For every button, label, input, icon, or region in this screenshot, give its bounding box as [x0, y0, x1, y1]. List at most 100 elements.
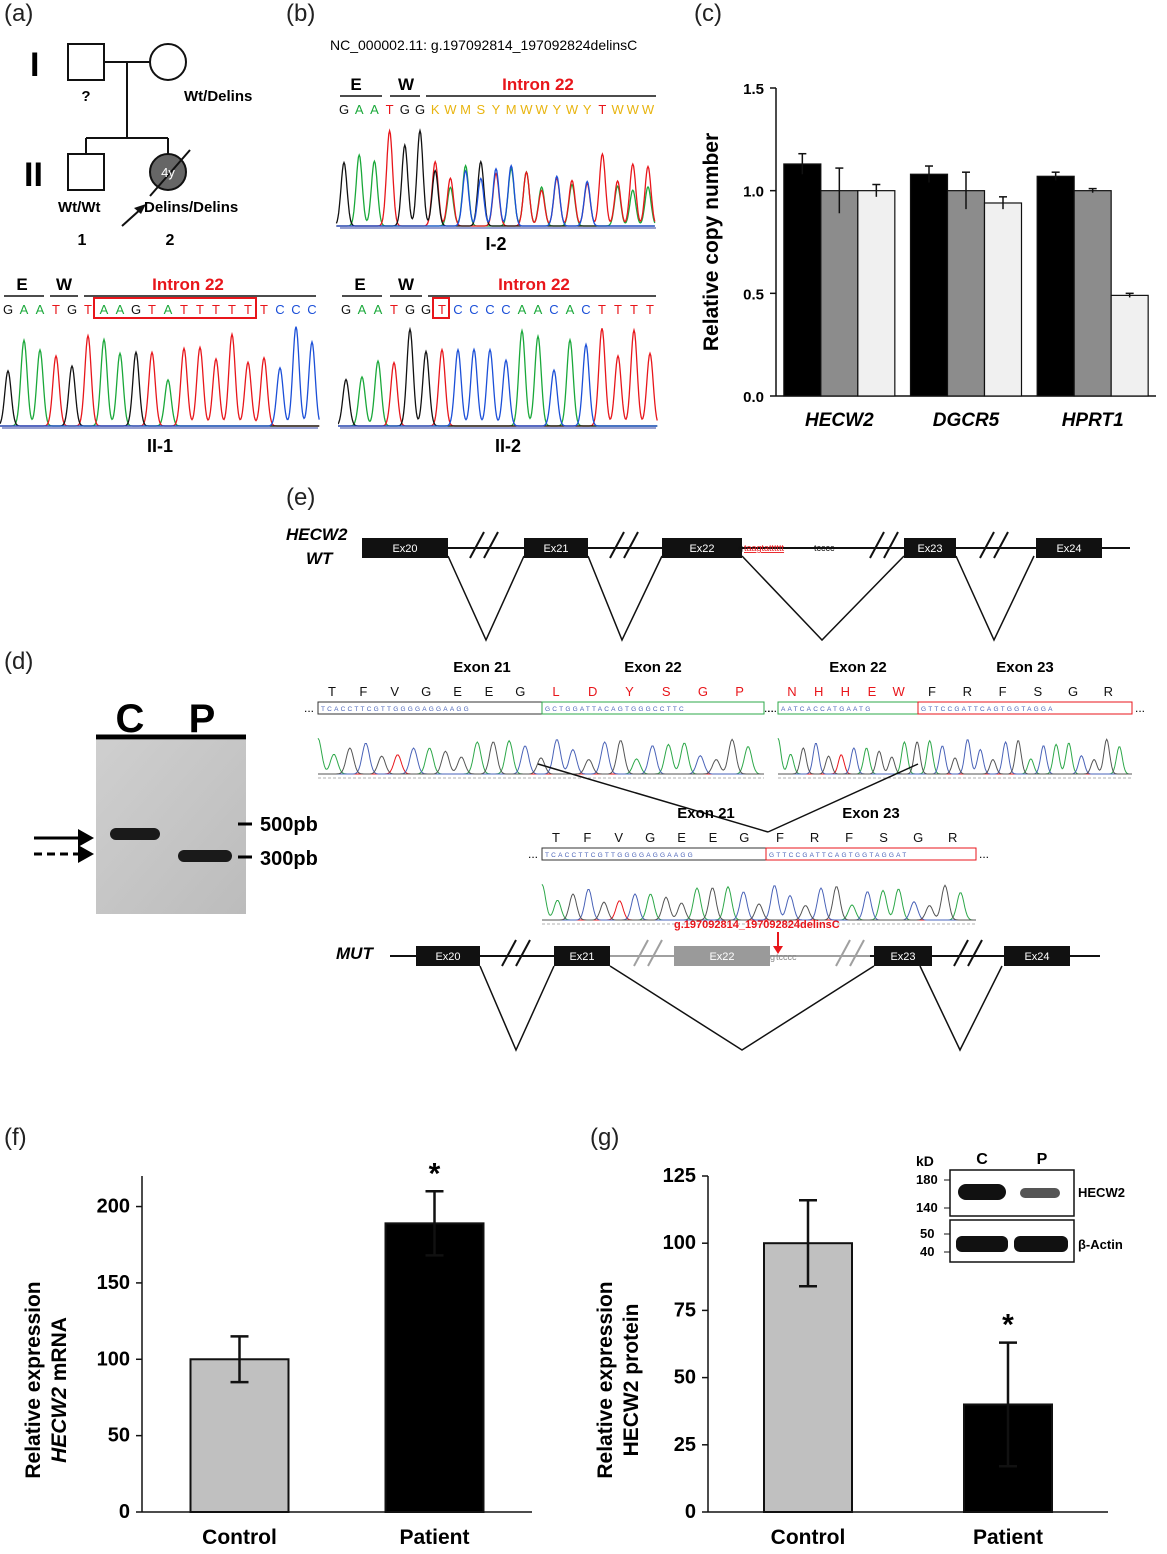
y-tick-label: 0 — [685, 1501, 696, 1523]
wt-intron-deleted: taagtatttttt — [744, 543, 785, 553]
base-letter: T — [148, 302, 156, 317]
base-letter: T — [438, 302, 446, 317]
panel-d-label: (d) — [4, 648, 34, 675]
nucleotide-seq: TCACCTTCGTTGGGGAGGAAGG — [321, 706, 471, 713]
y-tick-label: 0.5 — [743, 286, 764, 303]
y-tick-label: 50 — [674, 1367, 696, 1389]
gel-band-patient — [178, 850, 232, 862]
ellipsis: ... — [764, 701, 774, 715]
ellipsis: ... — [767, 701, 777, 715]
significance-star: * — [429, 1157, 441, 1190]
trace-line — [778, 739, 1132, 775]
amino-acid: S — [662, 684, 671, 699]
base-letter: Y — [552, 102, 561, 117]
blot-kd-label: kD — [916, 1153, 934, 1169]
x-tick-label: Control — [202, 1526, 277, 1549]
trace-line — [542, 885, 976, 921]
chromatogram-caption: II-2 — [495, 436, 521, 456]
codon-w-label: W — [56, 275, 73, 294]
ellipsis: ... — [304, 701, 314, 715]
y-axis-label: Relative expression — [594, 1281, 617, 1478]
nucleotide-seq: TCACCTTCGTTGGGGAGGAAGG — [545, 852, 695, 859]
base-letter: C — [291, 302, 300, 317]
exon-header: Exon 22 — [624, 659, 682, 676]
base-letter: A — [355, 102, 364, 117]
amino-acid: E — [709, 830, 718, 845]
bar — [820, 190, 859, 397]
amino-acid: D — [588, 684, 597, 699]
intron-label: Intron 22 — [498, 275, 570, 294]
nucleotide-seq: AATCACCATGAATG — [781, 706, 872, 713]
exon-label: Ex20 — [435, 951, 460, 963]
nucleotide-seq: GCTGGATTACAGTGGGCCTTC — [545, 706, 686, 713]
mut-tag: MUT — [336, 944, 374, 963]
panel-g-label: (g) — [590, 1124, 620, 1151]
chromatogram-trace — [0, 326, 320, 427]
amino-acid: E — [677, 830, 686, 845]
codon-w-label: W — [398, 75, 415, 94]
base-letter: T — [390, 302, 398, 317]
amino-acid: R — [948, 830, 957, 845]
amino-acid: F — [776, 830, 784, 845]
base-letter: C — [307, 302, 316, 317]
base-letter: A — [20, 302, 29, 317]
amino-acid: P — [735, 684, 744, 699]
panel-b-figure: NC_000002.11: g.197092814_197092824delin… — [330, 37, 656, 254]
marker-500: 500pb — [260, 814, 318, 836]
base-letter: G — [415, 102, 425, 117]
base-letter: W — [535, 102, 548, 117]
marker-180: 180 — [916, 1172, 938, 1187]
gel-lane-p: P — [189, 697, 216, 741]
generation-i-label: I — [30, 46, 39, 84]
base-letter: A — [518, 302, 527, 317]
amino-acid: F — [928, 684, 936, 699]
trace-line — [777, 737, 1132, 775]
exon-box — [416, 946, 480, 966]
y-tick-label: 100 — [97, 1348, 130, 1370]
exon-label: Ex23 — [917, 543, 942, 555]
x-tick-label: HECW2 — [805, 410, 874, 431]
amino-acid: V — [614, 830, 623, 845]
amino-acid: E — [485, 684, 494, 699]
variant-nomenclature: NC_000002.11: g.197092814_197092824delin… — [330, 37, 637, 53]
panel-f-label: (f) — [4, 1124, 27, 1151]
base-letter: Y — [492, 102, 501, 117]
chromatogram-caption: I-2 — [485, 234, 506, 254]
amino-acid: R — [1104, 684, 1113, 699]
blot-band-actin: β-Actin — [1078, 1237, 1123, 1252]
blot-lane-c: C — [976, 1151, 988, 1168]
intron-label: Intron 22 — [152, 275, 224, 294]
panel-c-label: (c) — [694, 0, 722, 27]
amino-acid: R — [963, 684, 972, 699]
trace-line — [0, 350, 320, 427]
base-letter: A — [36, 302, 45, 317]
western-blot-inset: kD C P 180 140 HECW2 50 40 β-Actin — [916, 1151, 1125, 1263]
exon-label: Ex21 — [543, 543, 568, 555]
actin-band-control — [956, 1236, 1008, 1252]
base-letter: M — [506, 102, 517, 117]
exon-label: Ex24 — [1056, 543, 1081, 555]
base-letter: T — [614, 302, 622, 317]
panel-a-label: (a) — [4, 0, 34, 27]
bar — [384, 1222, 485, 1513]
base-letter: T — [260, 302, 268, 317]
amino-acid: G — [645, 830, 655, 845]
y-axis-label: Relative copy number — [700, 133, 723, 351]
actin-band-patient — [1014, 1236, 1068, 1252]
x-tick-label: Patient — [973, 1526, 1043, 1549]
blot-band-hecw2: HECW2 — [1078, 1185, 1125, 1200]
exon-box — [362, 538, 448, 558]
base-letter: T — [196, 302, 204, 317]
bar — [1036, 175, 1075, 397]
trace-line — [0, 326, 320, 427]
bar — [983, 202, 1023, 397]
wt-gene-name: HECW2 — [286, 525, 348, 544]
panel-e-label: (e) — [286, 484, 316, 511]
proband-arrow-head — [134, 204, 146, 214]
exon-label: Ex24 — [1024, 951, 1049, 963]
trace-line — [338, 326, 658, 427]
